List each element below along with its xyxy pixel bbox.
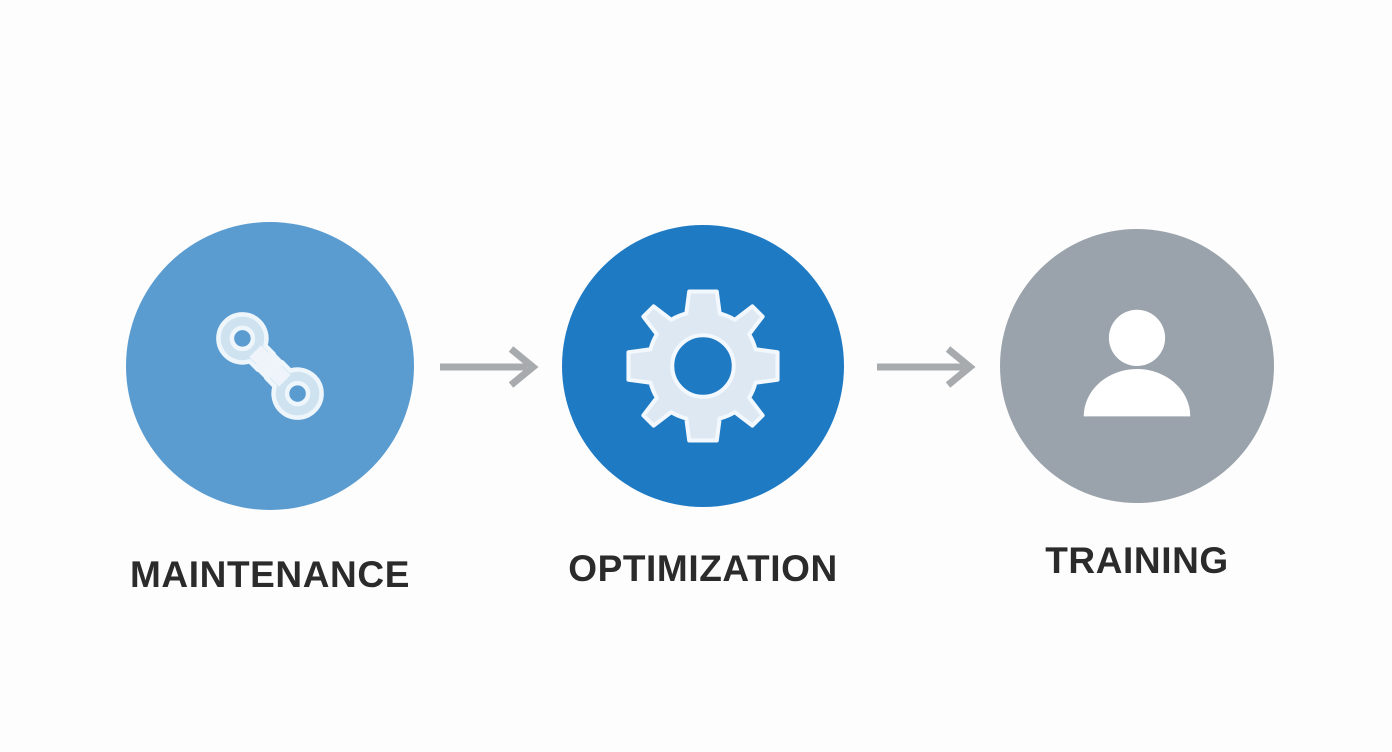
stage-training-label: TRAINING [1045,540,1229,581]
stage-maintenance-label: MAINTENANCE [130,554,410,595]
arrow-right-icon [877,346,976,388]
connector-arrow-2 [874,344,976,395]
wrench-icon [216,312,324,420]
arrow-right-icon [440,346,539,388]
stage-optimization-label: OPTIMIZATION [568,548,838,589]
person-icon [1083,309,1191,417]
connector-arrow-1 [437,344,539,395]
stage-optimization-circle[interactable] [562,225,844,507]
gear-icon [626,289,780,443]
stage-maintenance-circle[interactable] [126,222,414,510]
stage-maintenance[interactable]: MAINTENANCE [126,222,414,593]
stage-optimization[interactable]: OPTIMIZATION [562,222,844,587]
stage-training-circle[interactable] [1000,229,1274,503]
stage-training[interactable]: TRAINING [1000,222,1274,579]
